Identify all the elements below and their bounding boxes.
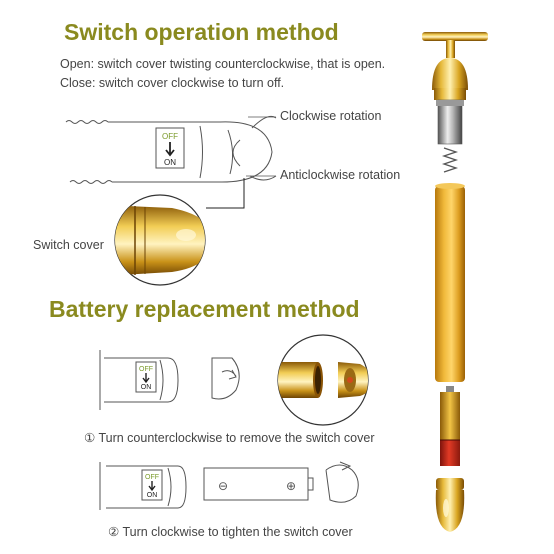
step1-caption: ① Turn counterclockwise to remove the sw… [84, 431, 375, 445]
switch-on-text-top: ON [164, 158, 176, 167]
switch-label-box-step2: OFF ON [141, 469, 163, 501]
open-instruction: Open: switch cover twisting counterclock… [60, 57, 386, 71]
switch-off-text-step1: OFF [139, 366, 153, 373]
device-tube [435, 186, 465, 382]
switch-section-title: Switch operation method [64, 19, 339, 45]
battery-minus-sign: ⊖ [218, 479, 228, 493]
switch-label-box-top: OFF ON [155, 127, 185, 169]
switch-cylinder-diagram [65, 115, 277, 184]
clockwise-label: Clockwise rotation [280, 109, 382, 123]
switch-label-box-step1: OFF ON [135, 361, 157, 393]
device-head-assembly [422, 32, 488, 173]
open-tube-zoom [277, 334, 369, 426]
step1-cylinder-diagram [99, 350, 240, 410]
device-end-cap [435, 478, 465, 532]
switch-on-text-step1: ON [141, 384, 152, 391]
switch-off-text-top: OFF [162, 132, 178, 141]
battery-outline-signs: ⊖ ⊕ [218, 479, 296, 493]
anticlockwise-label: Anticlockwise rotation [280, 168, 401, 182]
switch-on-text-step2: ON [147, 492, 158, 499]
switch-cover-zoom [114, 194, 206, 286]
battery-plus-sign: ⊕ [286, 479, 296, 493]
step2-caption: ② Turn clockwise to tighten the switch c… [108, 525, 353, 539]
close-instruction: Close: switch cover clockwise to turn of… [60, 76, 285, 90]
step2-cylinder-diagram [99, 461, 359, 510]
switch-off-text-step2: OFF [145, 474, 159, 481]
leader-line [206, 178, 245, 209]
switch-cover-label: Switch cover [33, 238, 104, 252]
battery-cell [440, 386, 460, 466]
battery-section-title: Battery replacement method [49, 296, 360, 322]
